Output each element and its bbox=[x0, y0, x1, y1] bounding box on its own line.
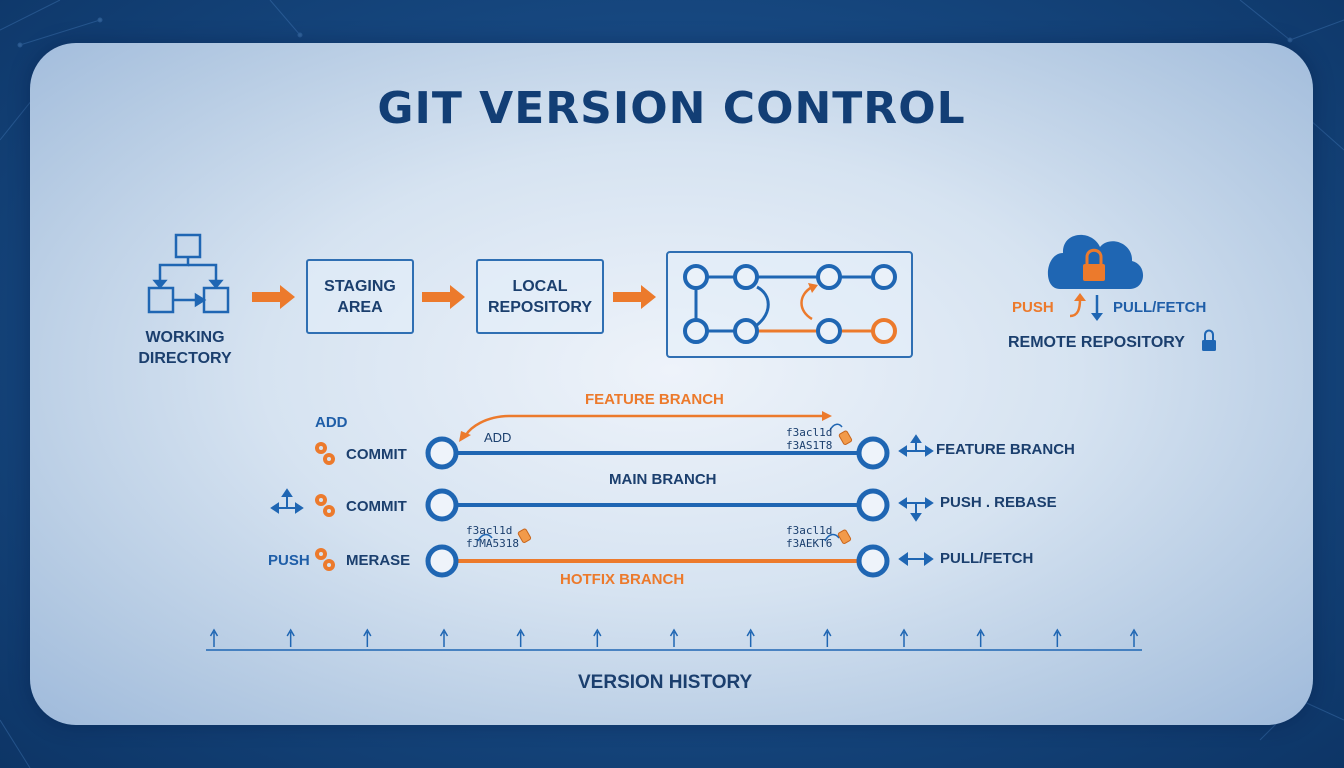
flow-arrow-1 bbox=[252, 285, 295, 309]
feature-branch-arc bbox=[459, 411, 832, 442]
local-repository-label-line1: LOCAL bbox=[512, 277, 568, 295]
action-feature-branch-label: FEATURE BRANCH bbox=[936, 441, 1075, 458]
action-merase-label: MERASE bbox=[346, 552, 411, 569]
timeline-tick bbox=[516, 628, 525, 647]
flow-arrows bbox=[252, 285, 656, 309]
feature-add-label: ADD bbox=[484, 430, 512, 445]
working-directory-icon bbox=[147, 233, 230, 314]
timeline-tick bbox=[209, 628, 219, 647]
staging-area-label-line1: STAGING bbox=[324, 277, 396, 295]
version-history-label: VERSION HISTORY bbox=[578, 672, 753, 693]
timeline-tick bbox=[746, 628, 755, 647]
action-commit-label: COMMIT bbox=[346, 446, 407, 463]
page-title: GIT VERSION CONTROL bbox=[377, 83, 966, 134]
commit-node bbox=[425, 544, 459, 578]
tag-icon bbox=[838, 430, 853, 445]
action-add-label: ADD bbox=[315, 414, 348, 431]
graph-commit-node bbox=[816, 264, 842, 290]
diagram-card: GIT VERSION CONTROL bbox=[30, 43, 1313, 725]
hotfix-commit-hash-left: f3acl1d fJMA5318 bbox=[466, 524, 519, 550]
pull-arrow-icon bbox=[1091, 295, 1103, 321]
local-repository-box: LOCAL REPOSITORY bbox=[476, 259, 604, 334]
remote-repository-label: REMOTE REPOSITORY bbox=[1008, 334, 1185, 351]
main-branch-title: MAIN BRANCH bbox=[609, 471, 717, 488]
timeline-tick bbox=[1053, 628, 1062, 647]
flow-arrow-3 bbox=[613, 285, 656, 309]
commit-node bbox=[856, 544, 890, 578]
diagram-graphics bbox=[147, 233, 1216, 651]
timeline-tick bbox=[439, 628, 449, 647]
timeline-tick bbox=[1129, 628, 1139, 647]
staging-area-label-line2: AREA bbox=[337, 298, 383, 316]
graph-commit-node bbox=[683, 318, 709, 344]
tag-icon bbox=[517, 528, 532, 543]
commit-node bbox=[425, 488, 459, 522]
commit-graph-box bbox=[666, 251, 913, 358]
commit-node bbox=[856, 436, 890, 470]
working-directory-label: WORKING DIRECTORY bbox=[138, 329, 232, 367]
commit-node bbox=[856, 488, 890, 522]
graph-commit-node bbox=[683, 264, 709, 290]
timeline-tick bbox=[823, 628, 832, 647]
action-commit-label-2: COMMIT bbox=[346, 498, 407, 515]
remote-pull-fetch-label: PULL/FETCH bbox=[1113, 299, 1207, 316]
graph-commit-node bbox=[733, 318, 759, 344]
action-push-label: PUSH bbox=[268, 552, 310, 569]
timeline-tick bbox=[976, 628, 985, 647]
timeline-tick bbox=[669, 628, 679, 647]
timeline-tick bbox=[286, 628, 295, 647]
graph-commit-node-hotfix bbox=[871, 318, 897, 344]
commit-icons bbox=[315, 442, 335, 571]
move-arrows-icon bbox=[270, 488, 304, 514]
timeline-tick bbox=[593, 628, 602, 647]
commit-icon bbox=[315, 442, 335, 465]
local-repository-label-line2: REPOSITORY bbox=[487, 298, 593, 316]
push-rebase-arrows-icon bbox=[898, 497, 934, 522]
action-push-rebase-label: PUSH . REBASE bbox=[940, 494, 1057, 511]
feature-commit-hash: f3acl1d f3AS1T8 bbox=[786, 426, 833, 452]
hotfix-commit-hash-right: f3acl1d f3AEKT6 bbox=[786, 524, 833, 550]
tag-icon bbox=[837, 529, 852, 544]
push-arrow-icon bbox=[1069, 293, 1086, 318]
remote-push-label: PUSH bbox=[1012, 299, 1054, 316]
graph-commit-node bbox=[871, 264, 897, 290]
merge-icon bbox=[315, 548, 335, 571]
timeline-tick bbox=[899, 628, 909, 647]
pull-fetch-arrows-icon bbox=[898, 552, 934, 566]
action-pull-fetch-label: PULL/FETCH bbox=[940, 550, 1034, 567]
feature-branch-title: FEATURE BRANCH bbox=[585, 391, 724, 408]
cloud-icon bbox=[1047, 234, 1144, 289]
timeline-ticks bbox=[209, 628, 1139, 647]
remote-lock-icon bbox=[1202, 329, 1216, 351]
graph-commit-node bbox=[733, 264, 759, 290]
staging-area-box: STAGING AREA bbox=[306, 259, 414, 334]
hotfix-branch-title: HOTFIX BRANCH bbox=[560, 571, 685, 588]
timeline-tick bbox=[363, 628, 372, 647]
commit-icon bbox=[315, 494, 335, 517]
flow-arrow-2 bbox=[422, 285, 465, 309]
feature-branch-arrows-icon bbox=[898, 434, 934, 457]
commit-node bbox=[425, 436, 459, 470]
graph-commit-node bbox=[816, 318, 842, 344]
